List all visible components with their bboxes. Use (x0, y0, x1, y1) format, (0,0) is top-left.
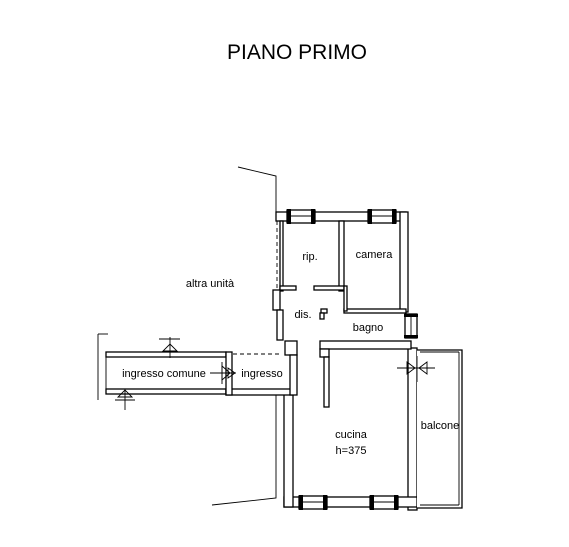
room-height-cucina: h=375 (336, 445, 367, 457)
balcony (417, 349, 463, 509)
room-label-dis: dis. (294, 309, 311, 321)
neighbour-outline (97, 166, 277, 506)
interior-walls (272, 220, 412, 408)
label-altra-unita: altra unità (186, 278, 235, 290)
plan-title: PIANO PRIMO (227, 41, 367, 64)
room-label-ingresso-comune: ingresso comune (122, 368, 206, 380)
room-label-balcone: balcone (421, 420, 460, 432)
entry-symbols (115, 337, 435, 410)
room-label-cucina: cucina (335, 429, 368, 441)
room-label-ingresso: ingresso (241, 368, 283, 380)
windows (286, 209, 418, 510)
room-label-bagno: bagno (353, 322, 384, 334)
room-label-rip: rip. (302, 251, 317, 263)
room-label-camera: camera (356, 249, 394, 261)
